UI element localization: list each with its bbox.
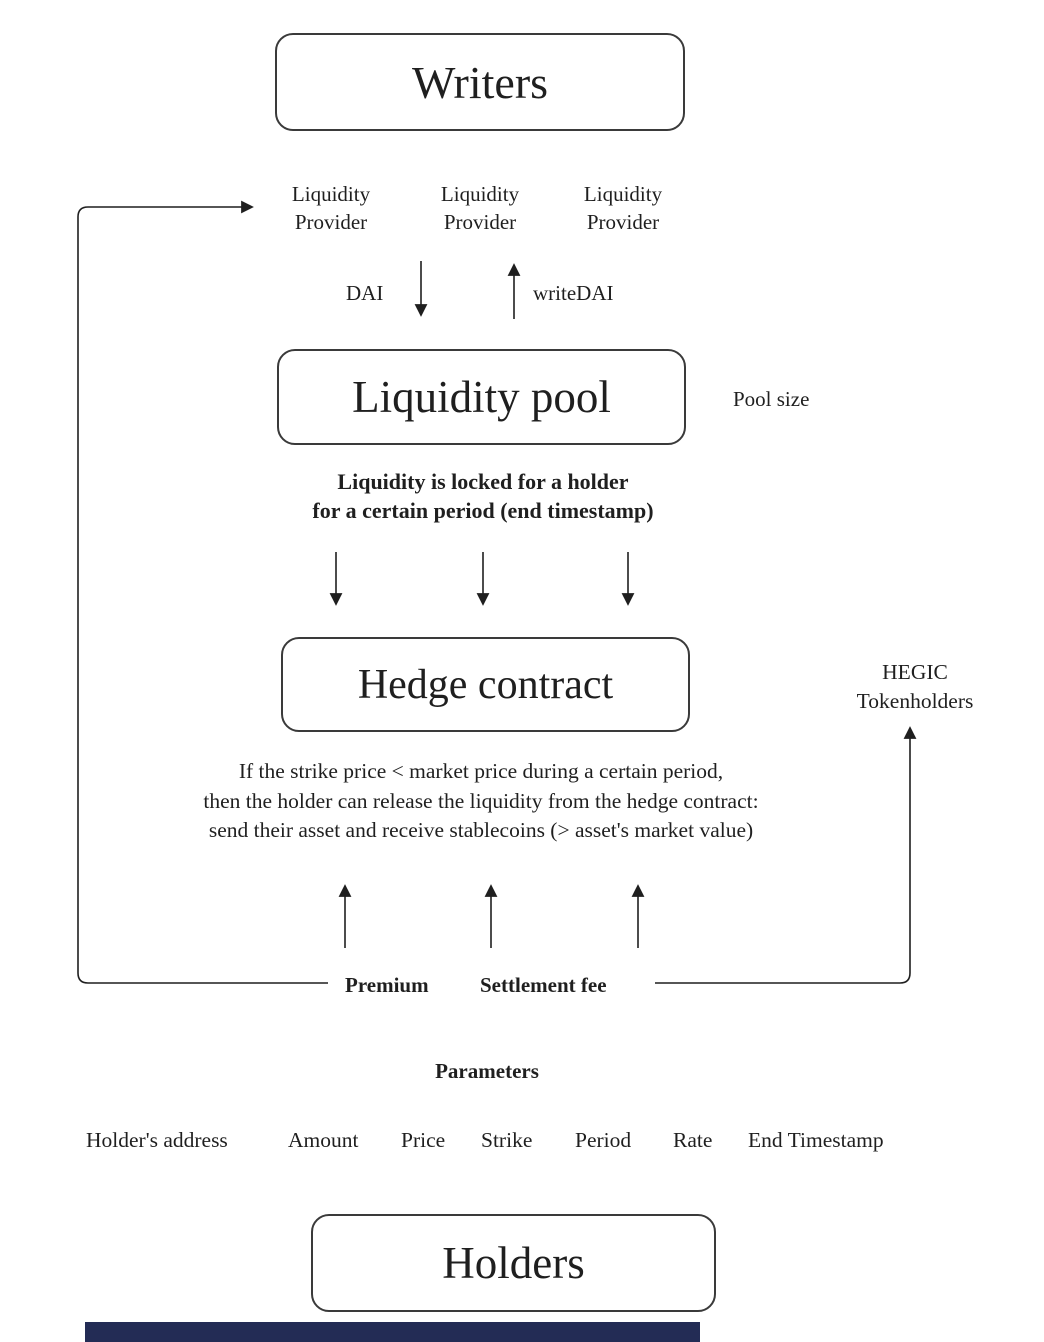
dai-label: DAI	[346, 281, 384, 305]
parameter-strike: Strike	[481, 1128, 533, 1152]
writers-node: Writers	[275, 33, 685, 131]
parameter-price: Price	[401, 1128, 446, 1152]
settlement-fee-to-hegic-arrow	[655, 726, 917, 984]
parameter-holders-address: Holder's address	[86, 1128, 228, 1152]
premium-label: Premium	[345, 973, 429, 997]
parameter-rate: Rate	[673, 1128, 713, 1152]
liquidity-provider-label-2: Liquidity Provider	[440, 182, 520, 235]
premium-to-providers-arrow	[77, 200, 328, 984]
writedai-label: writeDAI	[533, 281, 614, 305]
liquidity-pool-node: Liquidity pool	[277, 349, 686, 445]
settlement-fee-label: Settlement fee	[480, 973, 607, 997]
parameter-period: Period	[575, 1128, 632, 1152]
hegic-tokenholders-label: HEGIC Tokenholders	[856, 660, 974, 714]
holders-node: Holders	[311, 1214, 716, 1312]
liquidity-provider-label-3: Liquidity Provider	[583, 182, 663, 235]
strike-price-release-note: If the strike price < market price durin…	[203, 759, 759, 843]
parameters-title: Parameters	[435, 1059, 539, 1083]
parameter-end-timestamp: End Timestamp	[748, 1128, 884, 1152]
liquidity-provider-label-1: Liquidity Provider	[291, 182, 371, 235]
parameter-amount: Amount	[288, 1128, 359, 1152]
liquidity-lock-note: Liquidity is locked for a holder for a c…	[312, 469, 654, 524]
pool-size-label: Pool size	[733, 387, 810, 411]
bottom-accent-bar	[85, 1322, 700, 1342]
hedge-contract-node: Hedge contract	[281, 637, 690, 732]
